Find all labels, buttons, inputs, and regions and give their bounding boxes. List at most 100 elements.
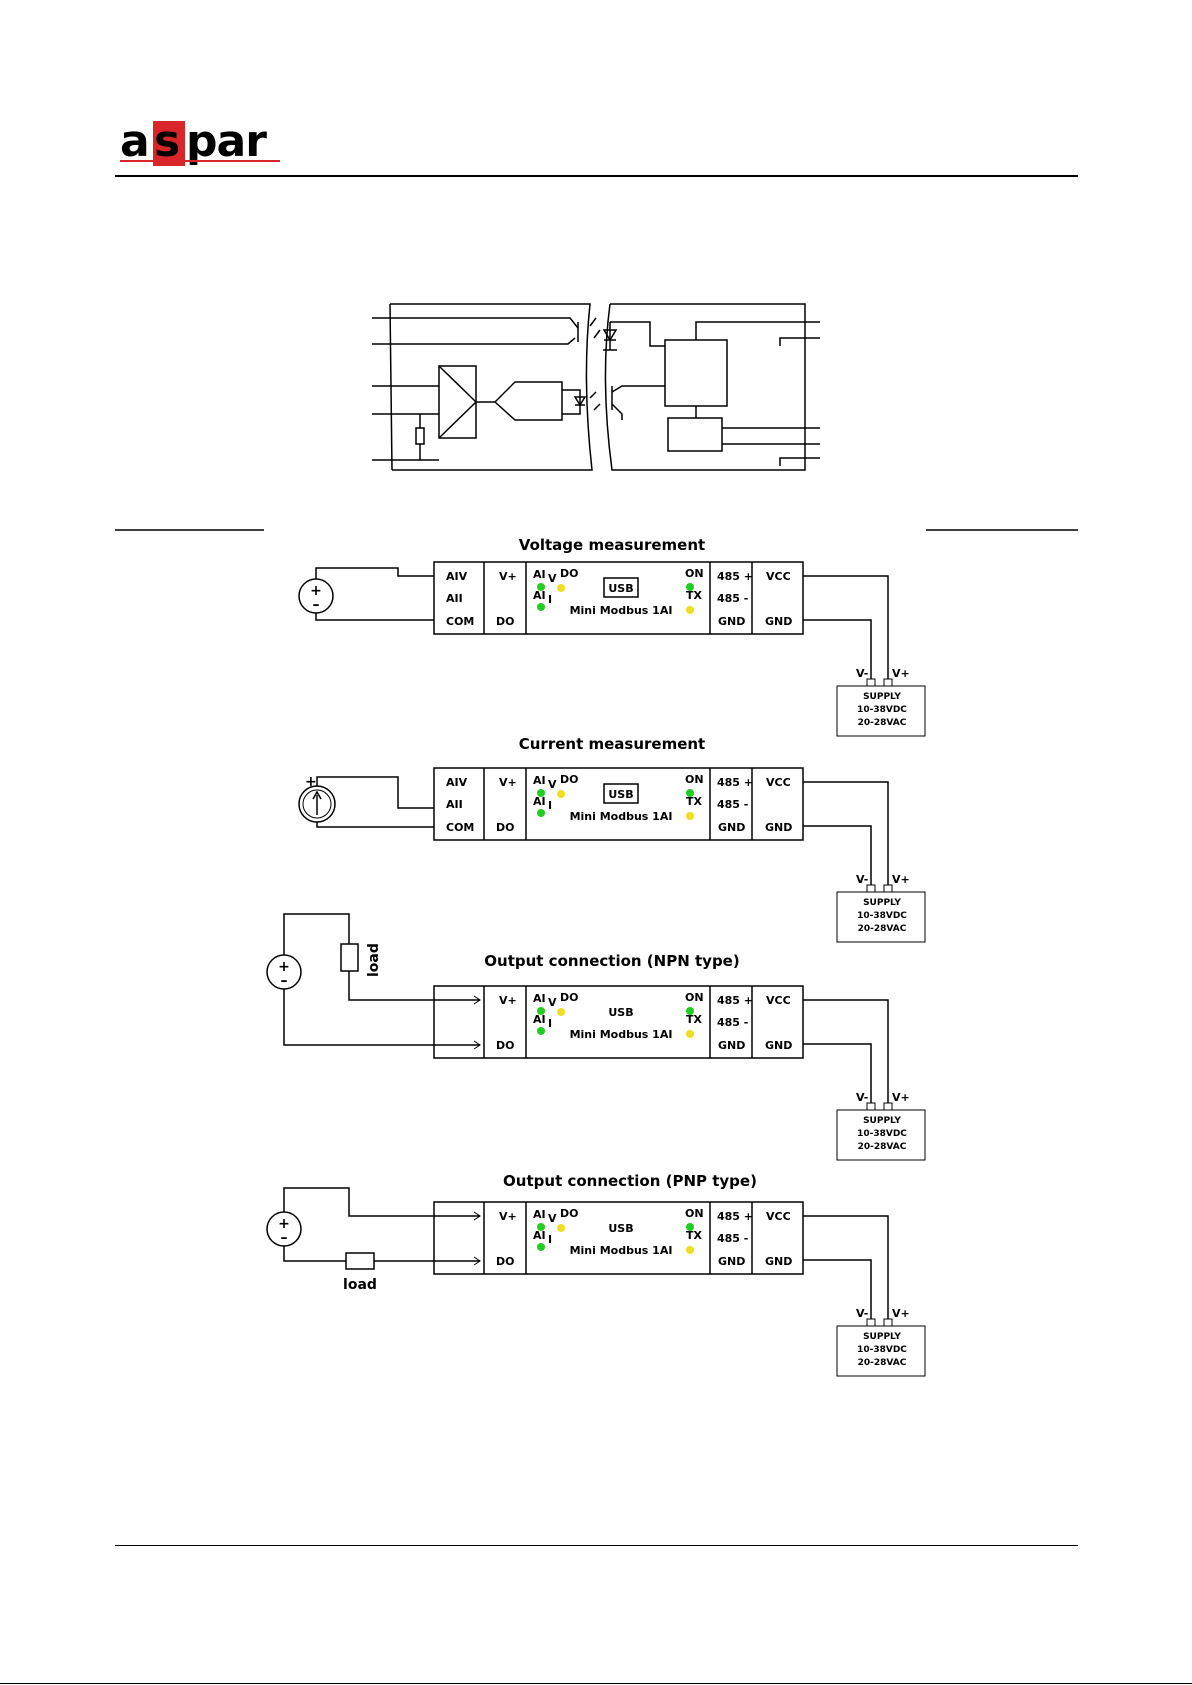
terminal-vplus: V+ — [499, 994, 517, 1007]
vplus-wire — [283, 1187, 480, 1217]
led-label-aiv: AI — [533, 774, 546, 787]
supply-vplus-label: V+ — [892, 1307, 910, 1320]
supply-ac-range: 20-28VAC — [858, 1142, 907, 1152]
led-label-aii-sub: I — [548, 1233, 552, 1246]
section-title: Output connection (NPN type) — [484, 952, 739, 970]
terminal-gnd: GND — [765, 821, 792, 834]
footer-rule — [115, 1545, 1078, 1546]
supply-ac-range: 20-28VAC — [858, 1358, 907, 1368]
section-title: Voltage measurement — [519, 536, 705, 554]
led-label-tx: TX — [686, 1013, 703, 1026]
led-aiv — [537, 583, 545, 591]
device-housing — [433, 985, 804, 1059]
terminal-aiv: AIV — [446, 570, 468, 583]
current-arrow-head — [312, 790, 322, 800]
gnd-wire — [803, 1043, 872, 1103]
terminal-do: DO — [496, 1039, 514, 1052]
terminal-do: DO — [496, 615, 514, 628]
vcc-wire — [803, 999, 889, 1103]
led-tx — [686, 812, 694, 820]
usb-port — [603, 783, 639, 804]
com-wire — [316, 822, 434, 828]
vcc-wire — [803, 1215, 889, 1319]
led-label-aii-sub: I — [548, 799, 552, 812]
supply-pin-vplus — [883, 884, 893, 893]
led-aiv — [537, 1007, 545, 1015]
led-label-do: DO — [560, 1207, 578, 1220]
supply-vplus-label: V+ — [892, 873, 910, 886]
terminal-vplus: V+ — [499, 1210, 517, 1223]
current-source-inner — [302, 789, 332, 819]
led-on — [686, 583, 694, 591]
device-name: Mini Modbus 1AI — [570, 604, 673, 617]
led-aiv — [537, 789, 545, 797]
load-resistor — [345, 1252, 375, 1270]
supply-label: SUPPLY — [863, 1332, 901, 1342]
minus-sign: – — [281, 1230, 288, 1246]
led-tx — [686, 1246, 694, 1254]
supply-label: SUPPLY — [863, 1116, 901, 1126]
supply-pin-vplus — [883, 1102, 893, 1111]
vcc-wire — [803, 575, 889, 679]
device-housing — [433, 1201, 804, 1275]
plus-sign: + — [305, 774, 317, 790]
supply-pin-vminus — [866, 1318, 876, 1327]
led-label-aii: AI — [533, 795, 546, 808]
aii-wire — [316, 776, 434, 809]
led-label-on: ON — [685, 991, 704, 1004]
led-aiv — [537, 1223, 545, 1231]
terminal-485-gnd: GND — [718, 1255, 745, 1268]
supply-label: SUPPLY — [863, 898, 901, 908]
supply-pin-vplus — [883, 1318, 893, 1327]
terminal-gnd: GND — [765, 615, 792, 628]
aiv-wire — [315, 567, 434, 579]
device-name: Mini Modbus 1AI — [570, 1244, 673, 1257]
page-bottom-rule — [0, 1683, 1192, 1684]
svg-text:s: s — [154, 116, 180, 167]
device-name: Mini Modbus 1AI — [570, 810, 673, 823]
load-label: load — [366, 943, 382, 977]
led-do — [557, 584, 565, 592]
led-tx — [686, 606, 694, 614]
led-aii — [537, 809, 545, 817]
section-title: Current measurement — [519, 735, 705, 753]
supply-vplus-label: V+ — [892, 667, 910, 680]
plus-sign: + — [310, 583, 322, 599]
wire-arrow — [473, 1256, 481, 1266]
led-aii — [537, 1243, 545, 1251]
led-label-aii: AI — [533, 1229, 546, 1242]
terminal-vcc: VCC — [766, 1210, 791, 1223]
terminal-485-gnd: GND — [718, 1039, 745, 1052]
supply-box — [836, 1109, 926, 1161]
do-wire — [283, 989, 480, 1046]
terminal-vcc: VCC — [766, 776, 791, 789]
terminal-aii: AII — [446, 592, 463, 605]
plus-sign: + — [278, 959, 290, 975]
led-label-do: DO — [560, 773, 578, 786]
supply-vplus-label: V+ — [892, 1091, 910, 1104]
terminal-com: COM — [446, 821, 474, 834]
com-wire — [315, 613, 434, 621]
internal-schematic — [372, 303, 820, 471]
terminal-485-plus: 485 + — [717, 776, 753, 789]
led-on — [686, 1223, 694, 1231]
terminal-com: COM — [446, 615, 474, 628]
supply-pin-vminus — [866, 884, 876, 893]
supply-dc-range: 10-38VDC — [857, 911, 907, 921]
led-aii — [537, 603, 545, 611]
terminal-485-minus: 485 - — [717, 1232, 748, 1245]
section-title: Output connection (PNP type) — [503, 1172, 757, 1190]
vplus-wire — [348, 971, 480, 1001]
terminal-gnd: GND — [765, 1039, 792, 1052]
gnd-wire — [803, 825, 872, 885]
supply-box — [836, 685, 926, 737]
terminal-aii: AII — [446, 798, 463, 811]
led-label-aiv-sub: V — [548, 572, 557, 585]
load-label: load — [343, 1277, 377, 1293]
led-tx — [686, 1030, 694, 1038]
wire-arrow — [473, 995, 481, 1005]
load-supply-wire — [283, 1246, 346, 1262]
terminal-vplus: V+ — [499, 776, 517, 789]
terminal-485-minus: 485 - — [717, 592, 748, 605]
